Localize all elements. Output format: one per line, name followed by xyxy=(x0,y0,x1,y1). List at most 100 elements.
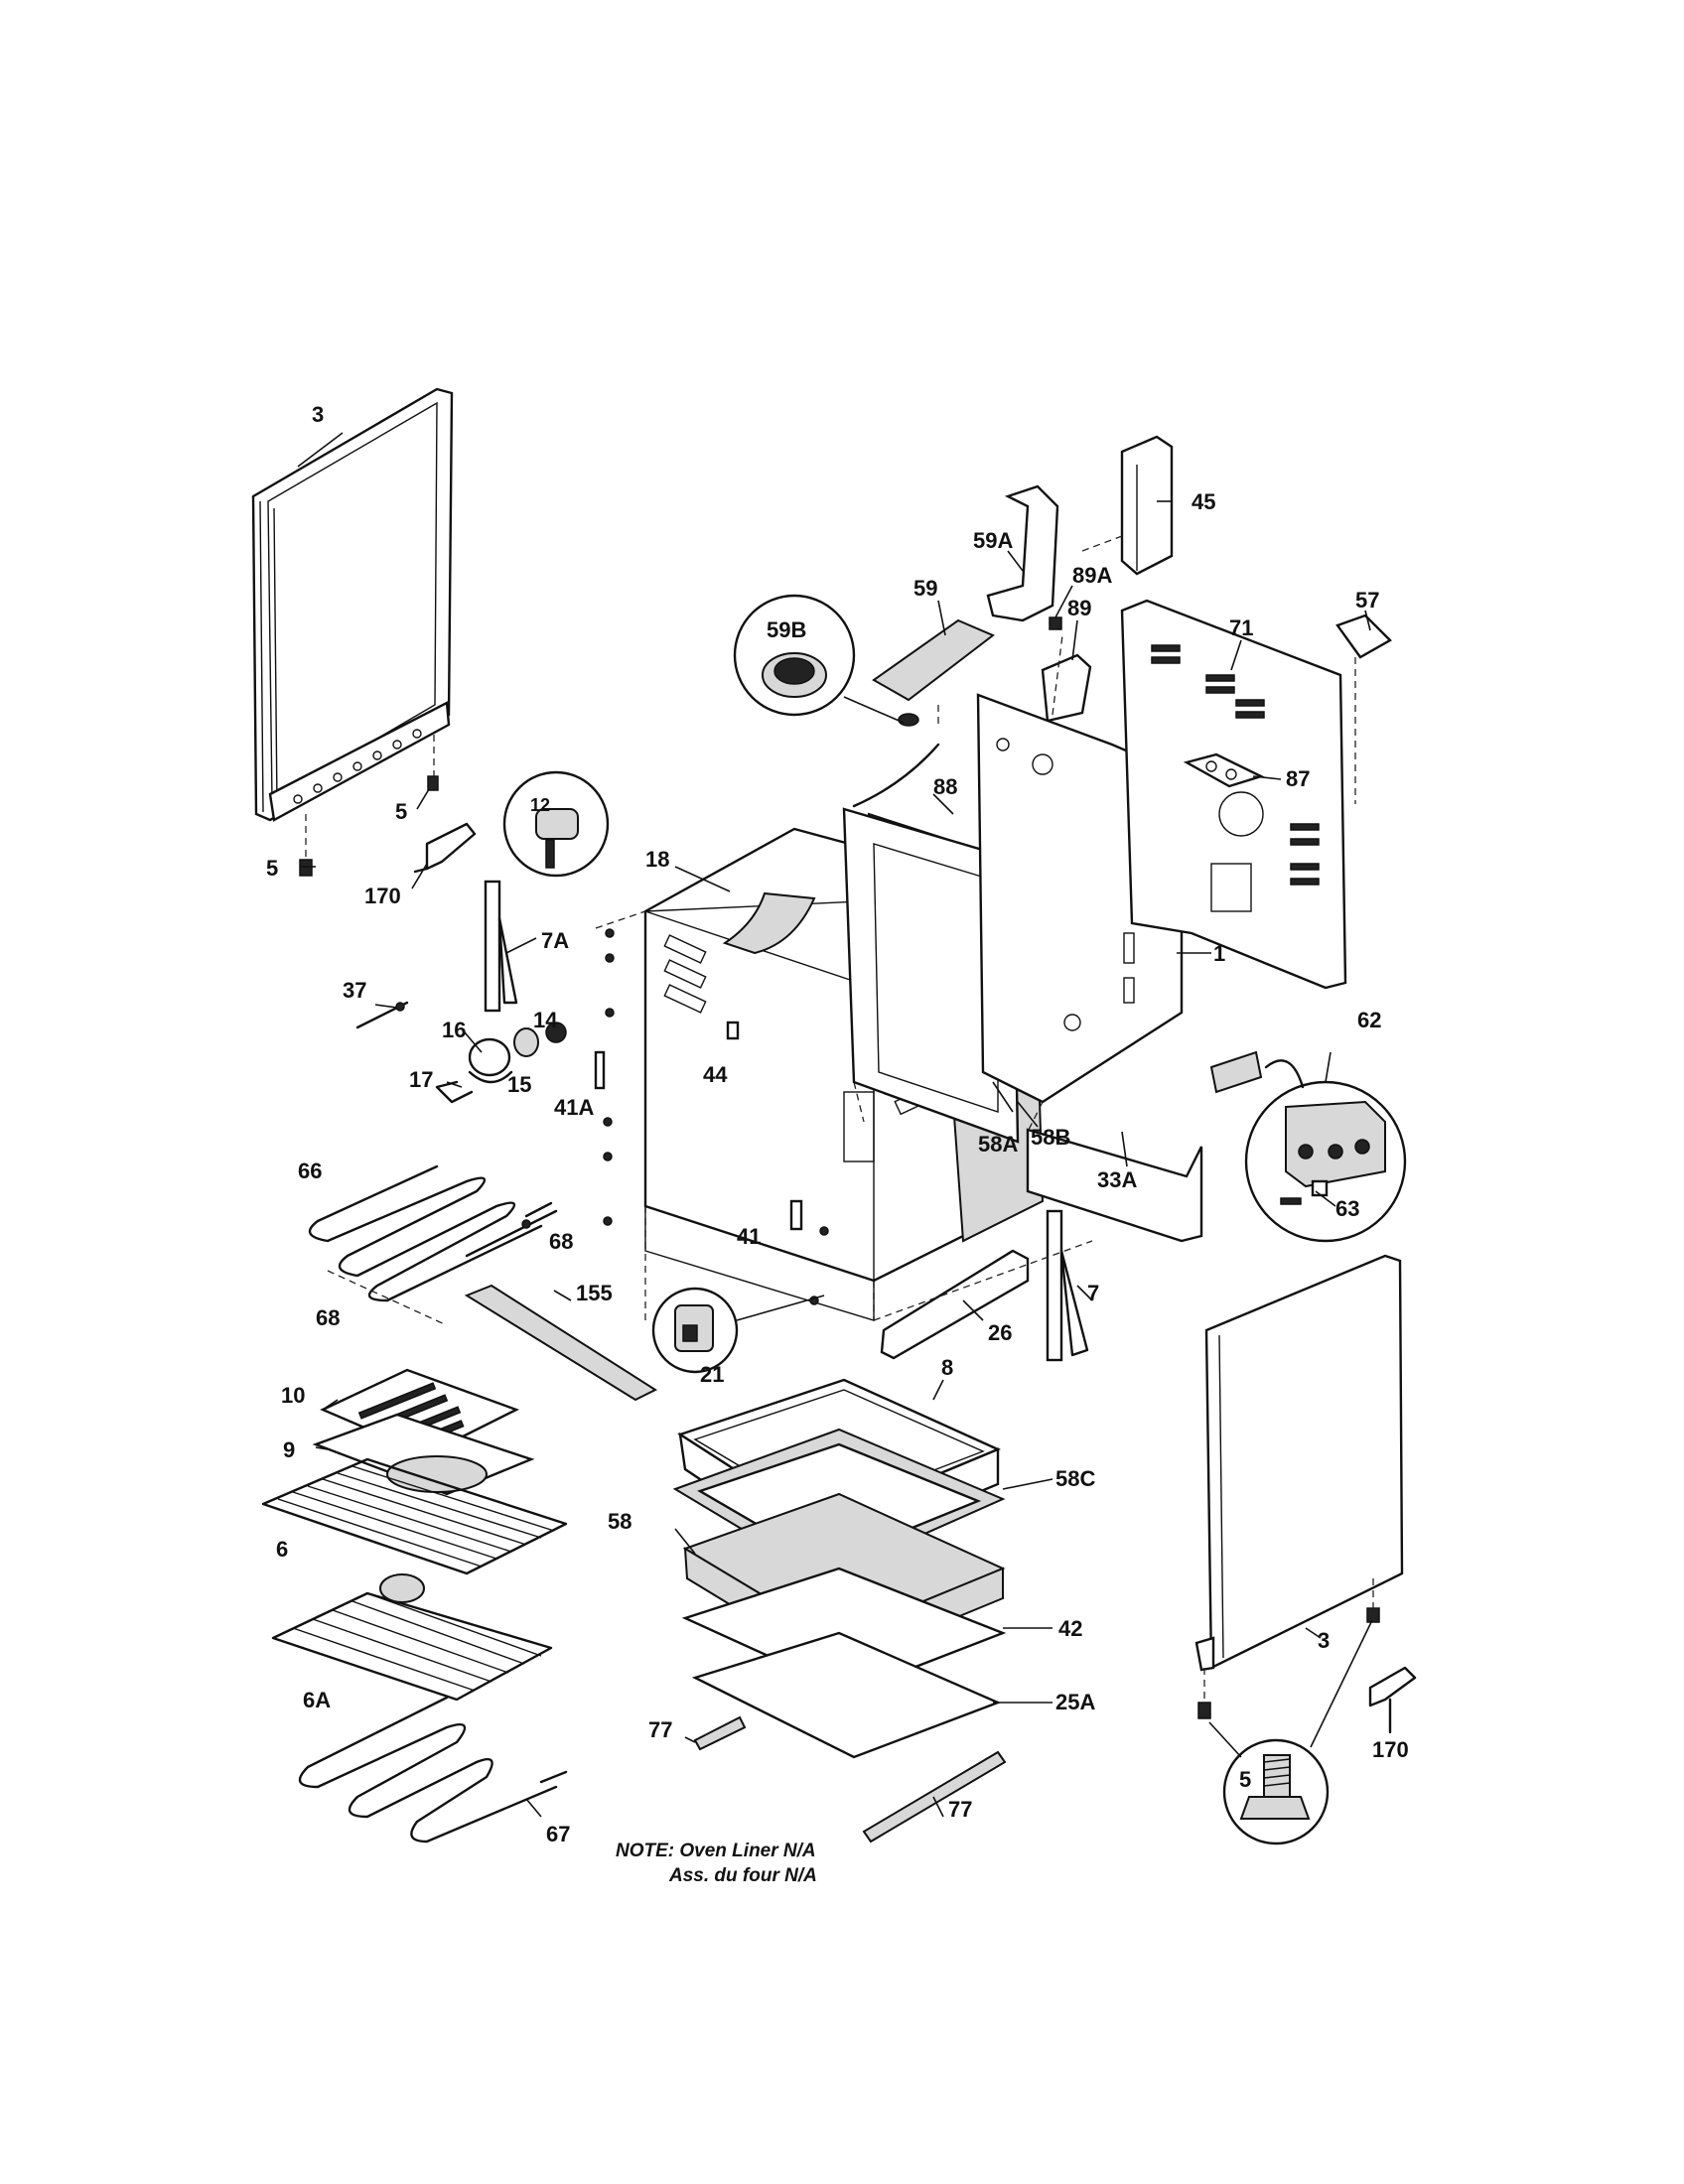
bake-element-67 xyxy=(298,1696,568,1843)
leveling-screw-left-a xyxy=(427,735,439,791)
vent-screen-detail-59B xyxy=(733,594,919,727)
callout-58: 58 xyxy=(608,1509,632,1534)
callout-41: 41 xyxy=(737,1224,761,1249)
plate-87 xyxy=(1183,752,1265,788)
callout-7A: 7A xyxy=(541,928,569,953)
clip-89A xyxy=(1049,616,1062,630)
sensor-44 xyxy=(726,1021,740,1040)
hardware-screws xyxy=(603,928,829,1305)
vent-grille-155 xyxy=(464,1284,658,1402)
callout-44: 44 xyxy=(703,1062,728,1087)
door-stop-detail-21 xyxy=(651,1287,825,1374)
callout-5-detail: 5 xyxy=(1239,1767,1251,1792)
vent-trim-59 xyxy=(872,618,995,702)
leader-lines xyxy=(297,432,1371,1818)
leg-bracket-left xyxy=(413,822,477,874)
wire-88 xyxy=(852,743,940,808)
callout-33A: 33A xyxy=(1097,1167,1137,1192)
leveling-screw-right-a xyxy=(1197,1668,1211,1719)
callout-170-right: 170 xyxy=(1372,1737,1409,1762)
left-side-panel xyxy=(251,387,454,822)
terminal-block-detail-62 xyxy=(1244,1059,1407,1243)
leveling-screw-left-b xyxy=(299,814,313,877)
vent-duct-59A xyxy=(986,484,1059,622)
callout-17: 17 xyxy=(409,1067,433,1092)
callout-37: 37 xyxy=(343,978,366,1003)
callout-15: 15 xyxy=(507,1072,531,1097)
leg-bracket-right xyxy=(1368,1666,1417,1734)
callout-25A: 25A xyxy=(1055,1690,1095,1714)
callout-1: 1 xyxy=(1213,941,1225,966)
callout-14: 14 xyxy=(533,1008,558,1032)
callout-155: 155 xyxy=(576,1281,613,1305)
broil-element-mount-68 xyxy=(327,1209,558,1326)
bracket-89 xyxy=(1041,653,1092,723)
note-line-2: Ass. du four N/A xyxy=(668,1865,817,1886)
rack-support-left xyxy=(355,1001,409,1029)
broiler-pan-9 xyxy=(312,1413,535,1496)
back-cover-panel xyxy=(1120,599,1347,990)
callout-3-bottom: 3 xyxy=(1318,1628,1330,1653)
callout-6A: 6A xyxy=(303,1688,331,1712)
callout-77-a: 77 xyxy=(648,1717,672,1742)
callout-5-b: 5 xyxy=(266,856,278,881)
callout-68-a: 68 xyxy=(549,1229,573,1254)
leveling-leg-detail-5 xyxy=(1208,1619,1373,1845)
callout-58B: 58B xyxy=(1031,1125,1070,1150)
callout-45: 45 xyxy=(1192,489,1215,514)
callout-59B: 59B xyxy=(767,617,806,642)
callout-5-a: 5 xyxy=(395,799,407,824)
lamp-socket-detail xyxy=(502,770,610,878)
callout-labels: 3 5 5 170 12 18 7A 37 14 16 17 15 41A 44… xyxy=(266,402,1409,1846)
callout-63: 63 xyxy=(1335,1196,1359,1221)
callout-3-top: 3 xyxy=(312,402,324,427)
callout-77-b: 77 xyxy=(948,1797,972,1822)
vent-duct-45 xyxy=(1120,435,1174,576)
callout-59: 59 xyxy=(913,576,937,601)
sensor-41 xyxy=(789,1199,803,1231)
callout-58C: 58C xyxy=(1055,1466,1095,1491)
oven-rack-6A xyxy=(271,1573,553,1702)
terminal-block xyxy=(1209,1050,1263,1094)
callout-41A: 41A xyxy=(554,1095,594,1120)
callout-57: 57 xyxy=(1355,588,1379,613)
callout-16: 16 xyxy=(442,1018,466,1042)
footnote: NOTE: Oven Liner N/A Ass. du four N/A xyxy=(616,1841,817,1886)
callout-12: 12 xyxy=(530,795,550,815)
callout-89: 89 xyxy=(1067,596,1091,620)
callout-62: 62 xyxy=(1357,1008,1381,1032)
slide-rail-77-a xyxy=(693,1715,747,1751)
leveling-screw-right-b xyxy=(1366,1578,1380,1623)
callout-71: 71 xyxy=(1229,615,1253,640)
callout-170-left: 170 xyxy=(364,884,401,908)
callout-10: 10 xyxy=(281,1383,305,1408)
callout-59A: 59A xyxy=(973,528,1013,553)
callout-89A: 89A xyxy=(1072,563,1112,588)
oven-rack-6 xyxy=(261,1457,568,1575)
kick-plate-33A xyxy=(1026,1128,1203,1243)
oven-vent-duct xyxy=(722,891,816,955)
door-hinge-7 xyxy=(1046,1209,1089,1362)
callout-18: 18 xyxy=(645,847,669,872)
callout-66: 66 xyxy=(298,1159,322,1183)
light-assembly xyxy=(435,1022,567,1104)
callout-88: 88 xyxy=(933,774,957,799)
callout-68-b: 68 xyxy=(316,1305,340,1330)
slide-rail-77-b xyxy=(862,1750,1007,1843)
callout-26: 26 xyxy=(988,1320,1012,1345)
callout-8: 8 xyxy=(941,1355,953,1380)
broil-element-66 xyxy=(308,1164,553,1302)
callout-9: 9 xyxy=(283,1437,295,1462)
callout-42: 42 xyxy=(1058,1616,1082,1641)
lamp-bracket xyxy=(484,880,518,1013)
callout-21: 21 xyxy=(700,1362,724,1387)
callout-58A: 58A xyxy=(978,1132,1018,1157)
note-line-1: NOTE: Oven Liner N/A xyxy=(616,1841,816,1861)
callout-6: 6 xyxy=(276,1537,288,1562)
cover-plate-57 xyxy=(1335,614,1392,804)
probe-41A xyxy=(594,1050,606,1090)
front-frame-panel xyxy=(842,807,1020,1144)
callout-87: 87 xyxy=(1286,766,1310,791)
callout-7: 7 xyxy=(1087,1281,1099,1305)
